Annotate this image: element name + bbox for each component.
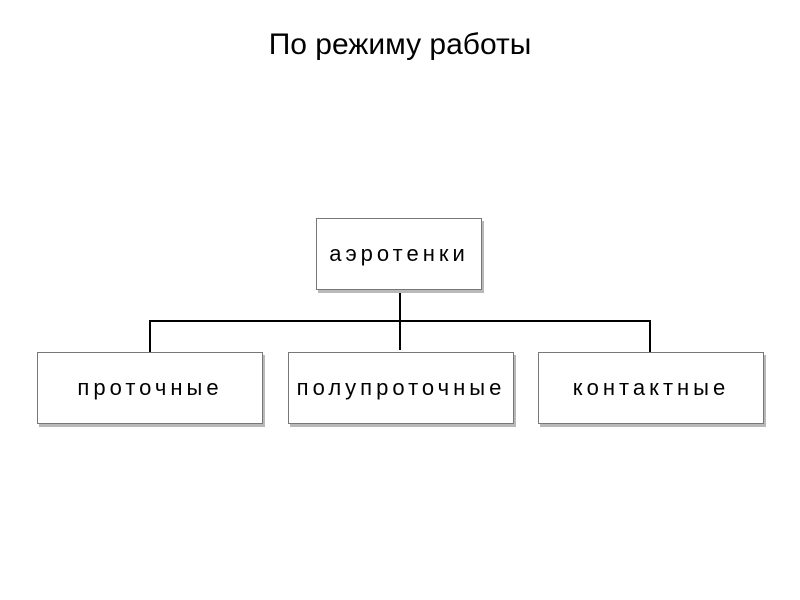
node-flow-through: проточные [37, 352, 263, 424]
node-aerotanks: аэротенки [316, 218, 482, 290]
node-semi-flow-through-label: полупроточные [296, 375, 506, 400]
node-contact: контактные [538, 352, 764, 424]
node-aerotanks-label: аэротенки [329, 241, 469, 266]
node-contact-label: контактные [572, 375, 730, 400]
node-semi-flow-through: полупроточные [288, 352, 514, 424]
slide-title: По режиму работы [268, 28, 532, 61]
node-flow-through-label: проточные [77, 375, 223, 400]
